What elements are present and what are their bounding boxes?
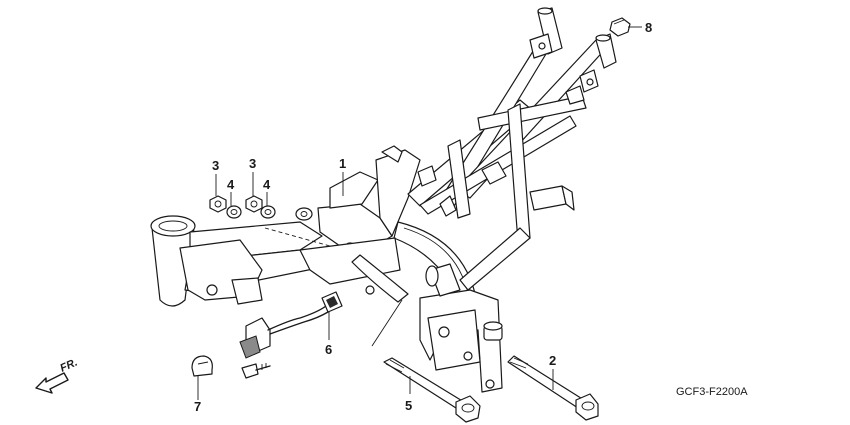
- mount-bushing: [295, 207, 313, 221]
- callout-3-left: 3: [212, 158, 219, 173]
- nut-right-part: [245, 195, 263, 213]
- callout-3-right: 3: [249, 156, 256, 171]
- pivot-bolt-part: [371, 299, 481, 423]
- through-bolt-part: [507, 355, 599, 421]
- nut-left-part: [209, 195, 227, 213]
- cap-part: [191, 355, 213, 377]
- washer-left-part: [226, 205, 242, 219]
- front-direction-arrow: FR.: [35, 357, 79, 394]
- callout-7: 7: [194, 399, 201, 414]
- washer-right-part: [260, 205, 276, 219]
- cap-nut-part: [609, 17, 631, 37]
- diagram-code: GCF3-F2200A: [676, 386, 748, 398]
- callout-5: 5: [405, 398, 412, 413]
- callout-1: 1: [339, 156, 346, 171]
- callout-2: 2: [549, 353, 556, 368]
- callout-4-left: 4: [227, 177, 235, 192]
- callout-8: 8: [645, 20, 652, 35]
- frame-body: [150, 7, 617, 393]
- switch-harness-part: [239, 291, 343, 379]
- callout-4-right: 4: [263, 177, 271, 192]
- front-direction-label: FR.: [58, 357, 79, 375]
- callout-6: 6: [325, 342, 332, 357]
